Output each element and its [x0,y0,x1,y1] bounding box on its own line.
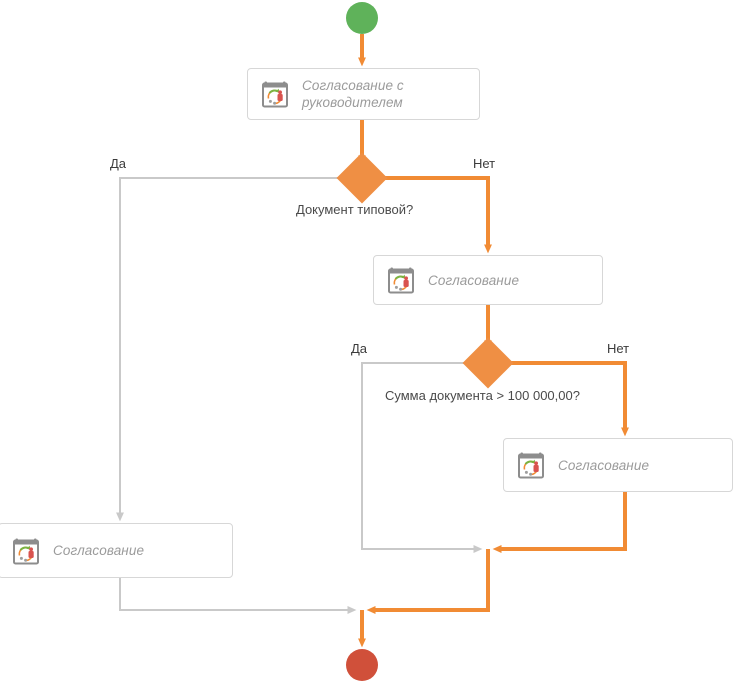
approval-calendar-icon [388,267,414,294]
edge-decision-amount-no [507,361,629,437]
task-caption: Согласование [558,457,650,473]
branch-label-typical-no: Нет [473,156,496,171]
decision-document-amount-label: Сумма документа > 100 000,00? [385,388,580,403]
approval-calendar-icon [13,538,39,564]
edge-decision-amount-yes [361,362,483,553]
task-approval-typical[interactable]: Согласование [0,523,233,578]
edge-merge-a-to-merge-b [366,549,490,614]
edge-decision-typical-yes [116,177,343,522]
branch-label-amount-no: Нет [607,341,630,356]
approval-calendar-icon [262,81,288,108]
edge-large-amount-approval-to-merge [492,492,627,553]
end-node[interactable] [346,649,378,681]
edge-typical-approval-to-merge [119,578,357,614]
branch-label-amount-yes: Да [351,341,368,356]
approval-calendar-icon [518,452,544,479]
start-node[interactable] [346,2,378,34]
task-manager-approval[interactable]: Согласование с руководителем [247,68,480,120]
edge-decision-typical-no [381,176,492,254]
task-approval-large-amount[interactable]: Согласование [503,438,733,492]
task-caption: Согласование [53,543,145,558]
task-approval-nontypical[interactable]: Согласование [373,255,603,305]
task-caption: Согласование [428,272,520,288]
task-caption: Согласование с руководителем [302,78,404,110]
branch-label-typical-yes: Да [110,156,127,171]
decision-document-typical-label: Документ типовой? [296,202,414,217]
